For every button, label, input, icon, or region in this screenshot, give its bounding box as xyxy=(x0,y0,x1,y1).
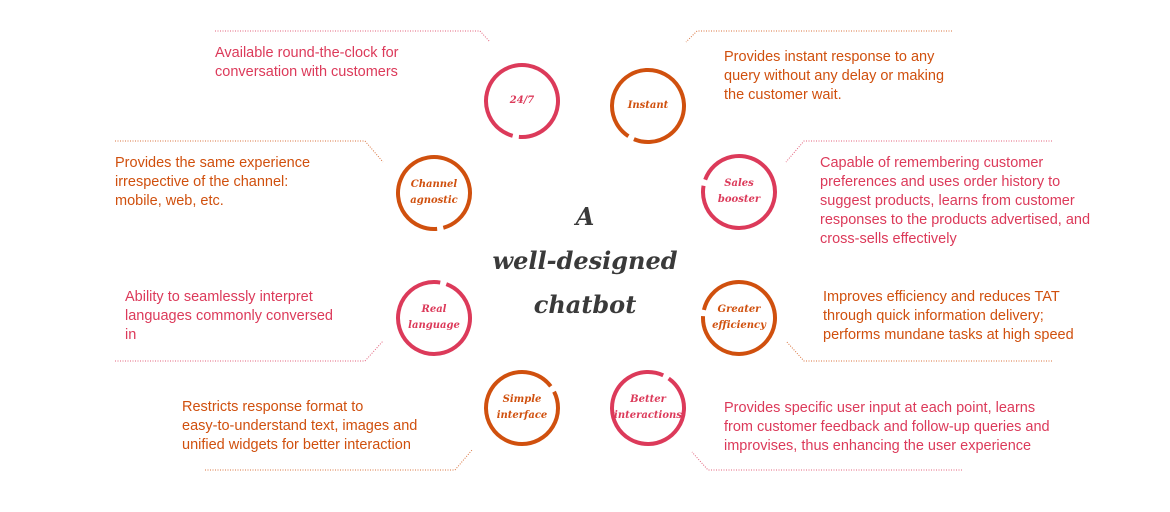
center-title: A well-designed chatbot xyxy=(470,195,700,327)
feature-label-line: booster xyxy=(717,194,761,205)
feature-node-greater-efficiency: Greater efficiency xyxy=(700,279,778,357)
description-line: irrespective of the channel: xyxy=(115,174,289,190)
feature-node-instant: Instant xyxy=(609,67,687,145)
description-line: cross-sells effectively xyxy=(820,231,957,247)
ring-icon xyxy=(396,155,472,231)
description-line: languages commonly conversed xyxy=(125,308,333,324)
description-line: Provides the same experience xyxy=(115,155,311,171)
ring-arc xyxy=(701,280,777,356)
description-line: Improves efficiency and reduces TAT xyxy=(823,289,1060,305)
description-line: Provides specific user input at each poi… xyxy=(724,400,1036,416)
connector-simple-interface xyxy=(205,449,473,471)
feature-label-greater-efficiency: Greater efficiency xyxy=(700,279,778,357)
feature-label-line: Instant xyxy=(627,100,669,111)
description-line: Available round-the-clock for xyxy=(215,45,399,61)
feature-label-line: agnostic xyxy=(410,195,458,206)
feature-label-simple-interface: Simple interface xyxy=(483,369,561,447)
description-line: from customer feedback and follow-up que… xyxy=(724,419,1050,435)
feature-label-24-7: 24/7 xyxy=(483,62,561,140)
feature-label-better-interactions: Better interactions xyxy=(609,369,687,447)
ring-icon xyxy=(701,154,777,230)
description-line: Capable of remembering customer xyxy=(820,155,1044,171)
description-line: conversation with customers xyxy=(215,64,398,80)
feature-label-line: efficiency xyxy=(712,320,766,331)
description-line: Provides instant response to any xyxy=(724,49,935,65)
description-line: easy-to-understand text, images and xyxy=(182,418,418,434)
description-line: query without any delay or making xyxy=(724,68,945,84)
feature-node-simple-interface: Simple interface xyxy=(483,369,561,447)
connector-channel-agnostic xyxy=(115,140,384,163)
ring-icon xyxy=(484,370,560,446)
description-line: unified widgets for better interaction xyxy=(182,437,411,453)
description-line: suggest products, learns from customer xyxy=(820,193,1075,209)
feature-label-line: Better xyxy=(630,394,666,405)
ring-arc xyxy=(396,155,472,231)
connector-real-language xyxy=(115,340,384,362)
feature-node-24-7: 24/7 xyxy=(483,62,561,140)
ring-arc xyxy=(484,370,560,446)
feature-label-line: interface xyxy=(496,410,548,421)
ring-icon xyxy=(396,280,472,356)
connector-instant xyxy=(685,30,952,43)
description-line: in xyxy=(125,327,137,343)
feature-node-sales-booster: Sales booster xyxy=(700,153,778,231)
feature-label-line: Real xyxy=(421,304,447,315)
ring-arc xyxy=(610,68,686,144)
feature-description-greater-efficiency: Improves efficiency and reduces TAT throu… xyxy=(823,288,1074,345)
feature-label-real-language: Real language xyxy=(395,279,473,357)
connector-sales-booster xyxy=(785,140,1052,163)
feature-label-line: Sales xyxy=(724,178,754,189)
ring-arc xyxy=(701,154,777,230)
description-line: improvises, thus enhancing the user expe… xyxy=(724,438,1032,454)
feature-label-sales-booster: Sales booster xyxy=(700,153,778,231)
feature-description-channel-agnostic: Provides the same experience irrespective… xyxy=(115,154,310,211)
description-line: through quick information delivery; xyxy=(823,308,1044,324)
ring-icon xyxy=(610,370,686,446)
feature-label-channel-agnostic: Channel agnostic xyxy=(395,154,473,232)
center-title-line-2: well-designed xyxy=(492,246,678,275)
description-line: preferences and uses order history to xyxy=(820,174,1061,190)
feature-label-line: Simple xyxy=(502,394,542,405)
feature-label-line: Greater xyxy=(717,304,761,315)
ring-arc xyxy=(484,63,560,139)
ring-icon xyxy=(701,280,777,356)
feature-label-line: Channel xyxy=(410,179,458,190)
description-line: mobile, web, etc. xyxy=(115,193,224,209)
feature-description-better-interactions: Provides specific user input at each poi… xyxy=(724,399,1050,456)
description-line: Restricts response format to xyxy=(182,399,364,415)
center-title-line-3: chatbot xyxy=(533,290,637,319)
feature-node-better-interactions: Better interactions xyxy=(609,369,687,447)
feature-label-line: interactions xyxy=(614,410,682,421)
description-line: performs mundane tasks at high speed xyxy=(823,327,1074,343)
center-title-line-1: A xyxy=(575,202,595,231)
feature-label-line: 24/7 xyxy=(509,95,535,106)
description-line: responses to the products advertised, an… xyxy=(820,212,1091,228)
feature-description-real-language: Ability to seamlessly interpret languages… xyxy=(125,288,333,345)
ring-arc xyxy=(396,280,472,356)
feature-description-instant: Provides instant response to any query wi… xyxy=(724,48,944,105)
ring-icon xyxy=(484,63,560,139)
ring-icon xyxy=(610,68,686,144)
description-line: the customer wait. xyxy=(724,87,842,103)
connector-24-7 xyxy=(215,30,491,43)
feature-description-24-7: Available round-the-clock for conversatio… xyxy=(215,44,399,82)
connector-greater-efficiency xyxy=(785,340,1052,362)
feature-description-sales-booster: Capable of remembering customer preferenc… xyxy=(820,154,1090,249)
feature-node-real-language: Real language xyxy=(395,279,473,357)
feature-node-channel-agnostic: Channel agnostic xyxy=(395,154,473,232)
feature-label-line: language xyxy=(408,320,460,331)
feature-description-simple-interface: Restricts response format to easy-to-unde… xyxy=(182,398,417,455)
ring-arc xyxy=(610,370,686,446)
connector-better-interactions xyxy=(691,451,962,471)
description-line: Ability to seamlessly interpret xyxy=(125,289,313,305)
feature-label-instant: Instant xyxy=(609,67,687,145)
